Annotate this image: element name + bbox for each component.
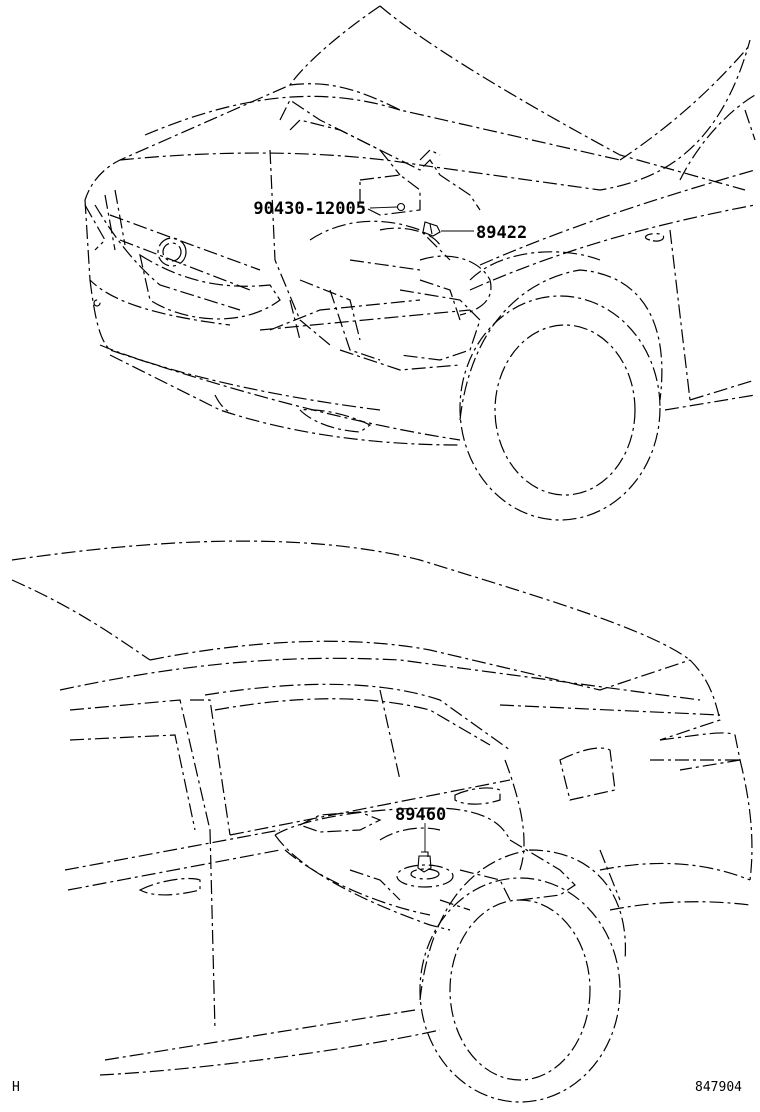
front-sensor-part-number: 89422	[476, 223, 527, 243]
bolt-leader-line	[369, 206, 398, 209]
rear-sensor-part-number: 89460	[395, 805, 446, 825]
front-car-illustration	[84, 5, 756, 521]
rear-car-illustration	[11, 540, 753, 1103]
bolt-part	[396, 202, 406, 212]
figure-number: 847904	[695, 1080, 742, 1095]
bolt-part-number: 90430-12005	[253, 199, 366, 219]
footer-left-mark: H	[12, 1080, 20, 1095]
rear-sensor-part	[417, 851, 432, 873]
front-sensor-part	[422, 221, 441, 237]
